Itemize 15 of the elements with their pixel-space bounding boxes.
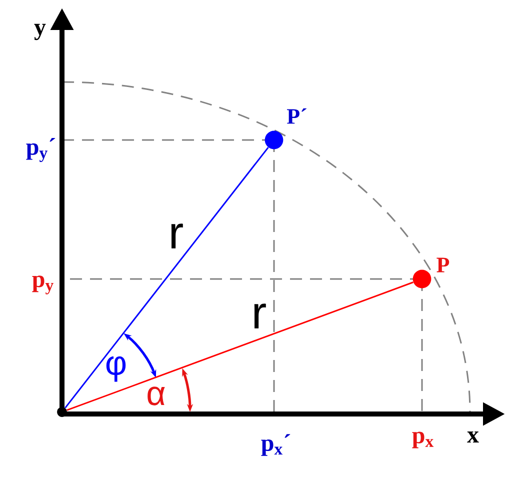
point-label: P´ (287, 108, 306, 124)
axis-label: p$_{x}$´ (261, 434, 290, 456)
axis-label: p$_{y}$´ (26, 138, 56, 162)
angle-label: α (148, 386, 165, 406)
edge-label: r (254, 304, 266, 328)
axis-label: p$_{x}$ (412, 432, 434, 448)
line-segment (66, 282, 414, 411)
angle-label: φ (106, 356, 126, 382)
axis-label: x (467, 432, 479, 443)
axis-label: p$_{y}$ (32, 276, 54, 294)
line-segment (64, 146, 269, 408)
edge-label: r (171, 224, 183, 248)
point-label: P (436, 258, 450, 272)
axis-label: y (34, 24, 46, 40)
point-marker (57, 407, 67, 417)
